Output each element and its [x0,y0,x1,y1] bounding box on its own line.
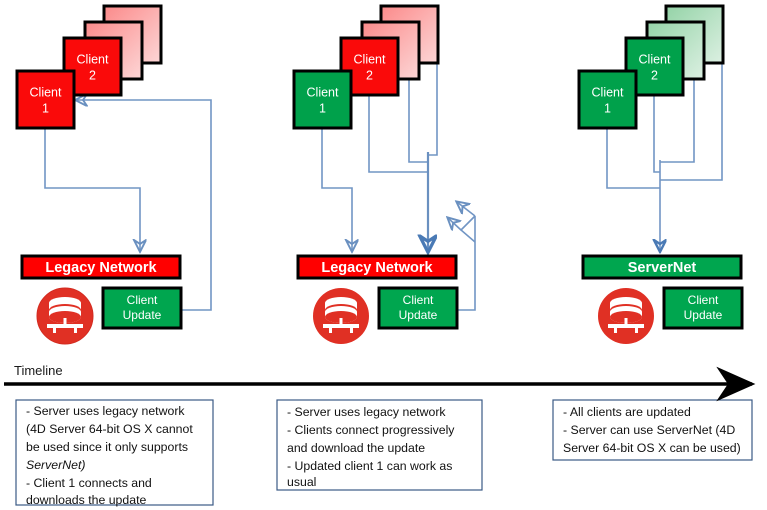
stage-1-connectors [44,100,212,311]
note-box-stage-1: - Server uses legacy network (4D Server … [15,399,214,507]
connector-zigzag-arrow-1 [457,202,476,217]
client-card-2-line2: 2 [651,68,658,82]
client-card-2-line2: 2 [366,68,373,82]
note-line: downloads the update [26,493,146,507]
note-line: be used since it only supports [26,440,188,454]
note-line: - All clients are updated [563,405,691,419]
client-update-box[interactable]: Client Update [377,286,459,330]
connector-client1-to-network [321,128,352,251]
client-update-line1: Client [403,293,434,307]
connector-client1-to-trunk [606,128,660,189]
client-card-1[interactable]: Client 1 [292,69,353,130]
timeline-label: Timeline [14,363,63,378]
network-bar-legacy[interactable]: Legacy Network [296,254,458,280]
client-card-2-line1: Client [639,52,671,66]
connector-client4-to-trunk [660,63,723,181]
stage-2-connectors [321,63,476,311]
client-update-line2: Update [123,308,162,322]
stage-1-group: Client 2 Client 1 Legacy Network [15,4,214,507]
client-update-line2: Update [684,308,723,322]
network-bar-legacy[interactable]: Legacy Network [20,254,182,280]
connector-client2-to-trunk [653,95,660,173]
connector-client3-to-trunk [660,79,695,163]
network-bar-legacy-label: Legacy Network [45,260,157,276]
network-bar-servernet[interactable]: ServerNet [581,254,743,280]
note-line: (4D Server 64-bit OS X cannot [26,422,193,436]
connector-zigzag-arrow-2 [448,218,461,230]
database-icon [313,288,369,344]
note-line: - Updated client 1 can work as [287,459,452,473]
client-card-1-line1: Client [592,85,624,99]
client-card-2-line1: Client [77,52,109,66]
client-card-1-line1: Client [307,85,339,99]
client-card-1[interactable]: Client 1 [577,69,638,130]
connector-update-to-client1 [76,100,212,311]
network-bar-legacy-label: Legacy Network [321,260,433,276]
note-box-stage-2: - Server uses legacy network - Clients c… [276,399,483,491]
note-line: - Server can use ServerNet (4D [563,423,735,437]
database-icon [598,288,654,344]
note-line: Server 64-bit OS X can be used) [563,441,741,455]
stage-3-connectors [606,63,723,251]
client-update-line1: Client [688,293,719,307]
database-icon [36,287,94,345]
client-card-1-line1: Client [30,85,62,99]
network-bar-servernet-label: ServerNet [628,260,697,276]
note-line-italic: ServerNet) [26,458,85,472]
client-card-2-line1: Client [354,52,386,66]
connector-client3-to-trunk [408,79,428,163]
client-update-box[interactable]: Client Update [101,286,183,330]
client-card-2[interactable]: Client 2 [624,36,685,97]
client-card-1-line2: 1 [604,101,611,115]
client-card-2-line2: 2 [89,68,96,82]
note-line: - Clients connect progressively [287,423,455,437]
note-line: usual [287,475,316,489]
note-box-stage-3: - All clients are updated - Server can u… [552,399,753,461]
note-line: - Client 1 connects and [26,476,152,490]
client-card-1-line2: 1 [42,101,49,115]
client-update-box[interactable]: Client Update [662,286,744,330]
note-line: and download the update [287,441,425,455]
stage-3-group: Client 2 Client 1 ServerNet [552,4,753,461]
client-card-1-line2: 1 [319,101,326,115]
note-line: - Server uses legacy network [287,405,446,419]
connector-client4-to-trunk [428,63,438,156]
stage-2-group: Client 2 Client 1 Legacy Network [276,4,483,491]
client-update-line2: Update [399,308,438,322]
note-line: - Server uses legacy network [26,404,185,418]
connector-update-riser [457,216,476,311]
connector-client2-to-trunk [368,95,428,173]
connector-client1-to-network [44,128,140,251]
client-update-line1: Client [127,293,158,307]
client-card-1[interactable]: Client 1 [15,69,76,130]
timeline: Timeline [4,363,756,402]
